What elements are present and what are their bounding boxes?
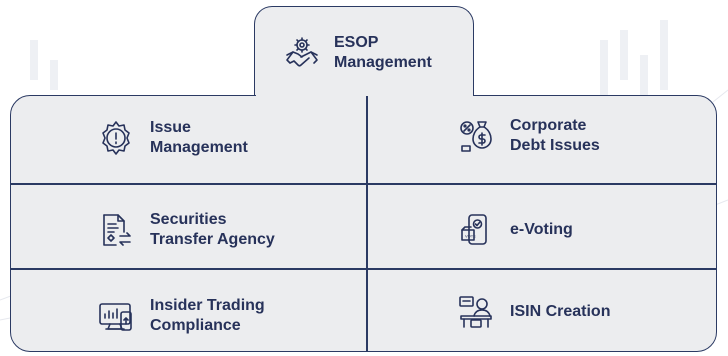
card-joiner <box>255 94 473 98</box>
service-label: Issue Management <box>150 119 248 156</box>
monitor-chart-icon <box>98 298 134 334</box>
esop-management-card[interactable] <box>254 6 474 98</box>
service-label: ISIN Creation <box>510 303 611 320</box>
grid-row-divider-2 <box>11 268 716 270</box>
document-transfer-icon <box>98 212 134 248</box>
service-securities-transfer-agency[interactable]: Securities Transfer Agency <box>98 210 275 250</box>
vote-ballot-icon: VOTE <box>458 212 494 248</box>
service-corporate-debt-issues[interactable]: Corporate Debt Issues <box>458 116 600 156</box>
service-e-voting[interactable]: VOTE e-Voting <box>458 212 573 248</box>
svg-text:VOTE: VOTE <box>465 234 476 239</box>
service-issue-management[interactable]: Issue Management <box>98 118 248 158</box>
money-bag-percent-icon <box>458 118 494 154</box>
service-label: Insider Trading Compliance <box>150 297 265 334</box>
grid-row-divider-1 <box>11 183 716 185</box>
user-desk-icon <box>458 294 494 330</box>
grid-vertical-divider <box>366 96 368 351</box>
handshake-gear-icon <box>284 35 320 71</box>
service-label: Securities Transfer Agency <box>150 211 275 248</box>
service-isin-creation[interactable]: ISIN Creation <box>458 294 610 330</box>
gear-alert-icon <box>98 120 134 156</box>
service-esop-management[interactable]: ESOP Management <box>284 33 432 73</box>
service-label: Corporate Debt Issues <box>510 117 600 154</box>
service-label: ESOP Management <box>334 34 432 71</box>
service-label: e-Voting <box>510 221 573 238</box>
service-insider-trading-compliance[interactable]: Insider Trading Compliance <box>98 296 265 336</box>
